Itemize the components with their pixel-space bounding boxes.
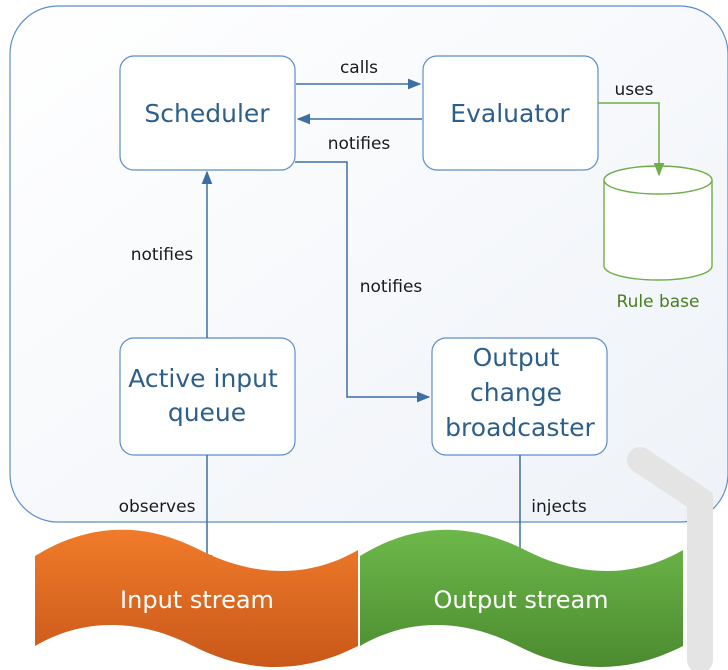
rule-base-label: Rule base bbox=[617, 292, 700, 312]
notifies-queue-label: notifies bbox=[131, 245, 194, 265]
watermark-mark bbox=[627, 447, 713, 670]
scheduler-label: Scheduler bbox=[144, 99, 270, 128]
uses-arrow bbox=[598, 102, 665, 177]
active-input-queue-box bbox=[119, 337, 296, 456]
notifies-evaluator-label: notifies bbox=[328, 134, 391, 154]
output-change-broadcaster-label: Output change broadcaster bbox=[445, 343, 595, 442]
injects-label: injects bbox=[531, 497, 587, 517]
notifies-broadcaster-arrow bbox=[295, 161, 431, 403]
scheduler-box bbox=[119, 55, 296, 171]
output-stream-shape bbox=[360, 529, 683, 667]
notifies-broadcaster-label: notifies bbox=[360, 277, 423, 297]
output-stream-label: Output stream bbox=[433, 586, 608, 614]
input-stream-label: Input stream bbox=[120, 586, 274, 614]
evaluator-box bbox=[422, 55, 599, 171]
observes-label: observes bbox=[119, 497, 196, 517]
uses-label: uses bbox=[615, 80, 654, 100]
input-stream-shape bbox=[35, 529, 358, 667]
rule-base-cylinder bbox=[603, 165, 713, 281]
calls-label: calls bbox=[340, 58, 378, 78]
active-input-queue-label: Active input queue bbox=[128, 364, 286, 427]
evaluator-label: Evaluator bbox=[450, 99, 570, 128]
